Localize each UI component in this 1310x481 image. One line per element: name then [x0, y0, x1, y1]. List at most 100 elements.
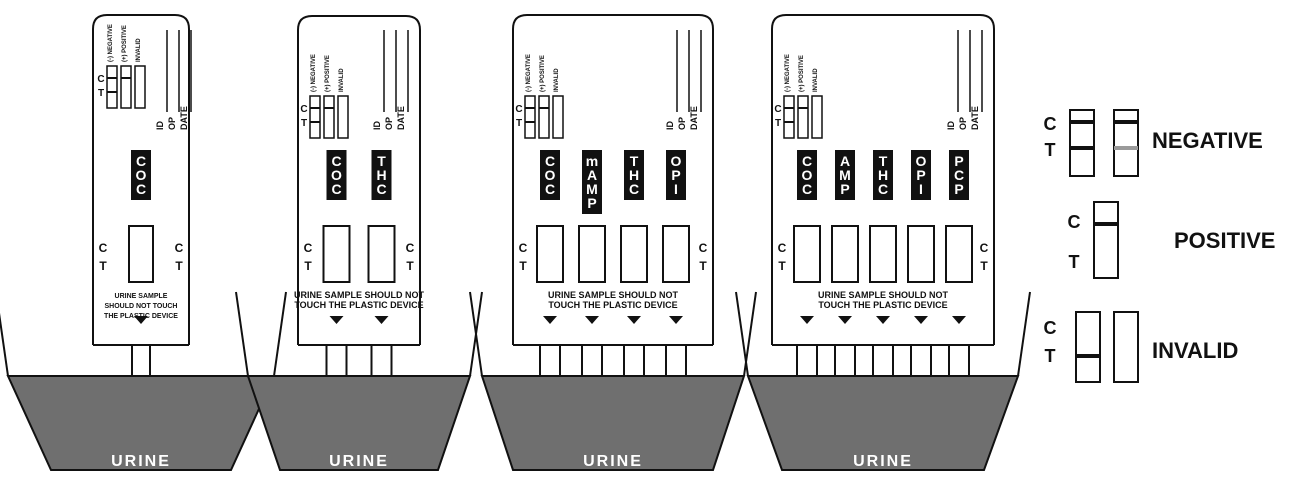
drug-badge-letter: M	[839, 167, 851, 183]
drug-badge-letter: A	[587, 167, 597, 183]
drug-badge-letter: M	[586, 181, 598, 197]
field-label-id: ID	[372, 120, 382, 130]
key-negative-label: (-) NEGATIVE	[526, 54, 532, 92]
legend-positive-window	[1093, 201, 1119, 279]
warning-text: TOUCH THE PLASTIC DEVICE	[818, 300, 947, 310]
test-line-label: T	[519, 259, 527, 273]
dip-arrow-icon	[876, 316, 890, 324]
device-1-cup	[0, 291, 287, 471]
drug-badge-letter: P	[840, 181, 849, 197]
result-window	[620, 225, 648, 283]
cup-rim-left	[0, 312, 9, 377]
legend-invalid-window-2	[1113, 311, 1139, 383]
field-label-op: OP	[958, 117, 968, 130]
legend-t-label: T	[1069, 252, 1080, 272]
key-t-label: T	[301, 118, 307, 129]
key-window	[337, 95, 349, 139]
drug-badge-letter: P	[587, 195, 596, 211]
drug-badge-letter: C	[545, 181, 555, 197]
key-window	[323, 95, 335, 139]
drug-badge-thc	[624, 150, 644, 200]
warning-text: TOUCH THE PLASTIC DEVICE	[294, 300, 423, 310]
test-line-label: T	[175, 259, 183, 273]
control-line-label: C	[304, 241, 313, 255]
warning-text: URINE SAMPLE SHOULD NOT	[294, 290, 425, 300]
warning-text: URINE SAMPLE	[115, 293, 168, 300]
drug-badge-letter: C	[878, 181, 888, 197]
key-window	[811, 95, 823, 139]
legend-band	[1094, 222, 1118, 226]
drug-badge-letter: O	[545, 167, 556, 183]
drug-badge-thc	[371, 150, 392, 200]
field-label-op: OP	[677, 117, 687, 130]
key-window	[797, 95, 809, 139]
drug-badge-coc	[540, 150, 560, 200]
legend-band	[1070, 146, 1094, 150]
dip-arrow-icon	[134, 316, 148, 324]
drug-badge-letter: P	[916, 167, 925, 183]
drug-badge-pcp	[949, 150, 969, 200]
drug-badge-coc	[797, 150, 817, 200]
drug-badge-opi	[911, 150, 931, 200]
drug-badge-letter: P	[954, 181, 963, 197]
legend-c-label: C	[1044, 114, 1057, 134]
key-window	[538, 95, 550, 139]
control-line-label: C	[99, 241, 108, 255]
field-label-id: ID	[665, 120, 675, 130]
field-label-date: DATE	[689, 106, 699, 130]
urine-liquid	[6, 375, 276, 471]
key-window	[524, 95, 536, 139]
drug-badge-letter: C	[545, 153, 555, 169]
field-label-date: DATE	[396, 106, 406, 130]
key-c-label: C	[774, 104, 781, 115]
result-window	[662, 225, 690, 283]
key-t-label: T	[516, 118, 522, 129]
control-line-label: C	[175, 241, 184, 255]
legend-invalid-label: INVALID	[1152, 338, 1238, 363]
drug-badge-letter: O	[671, 153, 682, 169]
result-window	[128, 225, 154, 283]
key-invalid-label: INVALID	[554, 68, 560, 92]
key-c-label: C	[300, 104, 307, 115]
drug-badge-coc	[326, 150, 347, 200]
warning-text: TOUCH THE PLASTIC DEVICE	[548, 300, 677, 310]
control-line-label: C	[519, 241, 528, 255]
urine-liquid	[480, 375, 746, 471]
field-label-date: DATE	[970, 106, 980, 130]
key-invalid-label: INVALID	[813, 68, 819, 92]
dip-arrow-icon	[585, 316, 599, 324]
control-line-label: C	[406, 241, 415, 255]
result-window	[578, 225, 606, 283]
legend-c-label: C	[1068, 212, 1081, 232]
test-line-label: T	[778, 259, 786, 273]
device-2-cup	[235, 291, 483, 471]
dip-arrow-icon	[952, 316, 966, 324]
urine-liquid	[246, 375, 472, 471]
key-negative-label: (-) NEGATIVE	[311, 54, 317, 92]
test-line-label: T	[99, 259, 107, 273]
dip-arrow-icon	[669, 316, 683, 324]
drug-badge-letter: I	[919, 181, 923, 197]
dip-arrow-icon	[543, 316, 557, 324]
warning-text: URINE SAMPLE SHOULD NOT	[818, 290, 949, 300]
control-line-label: C	[699, 241, 708, 255]
field-label-id: ID	[155, 120, 165, 130]
drug-badge-letter: C	[802, 153, 812, 169]
drug-badge-letter: P	[671, 167, 680, 183]
drug-badge-letter: A	[840, 153, 850, 169]
key-c-label: C	[97, 74, 104, 85]
key-negative-label: (-) NEGATIVE	[785, 54, 791, 92]
drug-badge-letter: T	[879, 153, 888, 169]
dip-arrow-icon	[329, 316, 344, 324]
field-label-op: OP	[167, 117, 177, 130]
drug-badge-letter: O	[802, 167, 813, 183]
control-line-label: C	[778, 241, 787, 255]
drug-badge-letter: T	[630, 153, 639, 169]
